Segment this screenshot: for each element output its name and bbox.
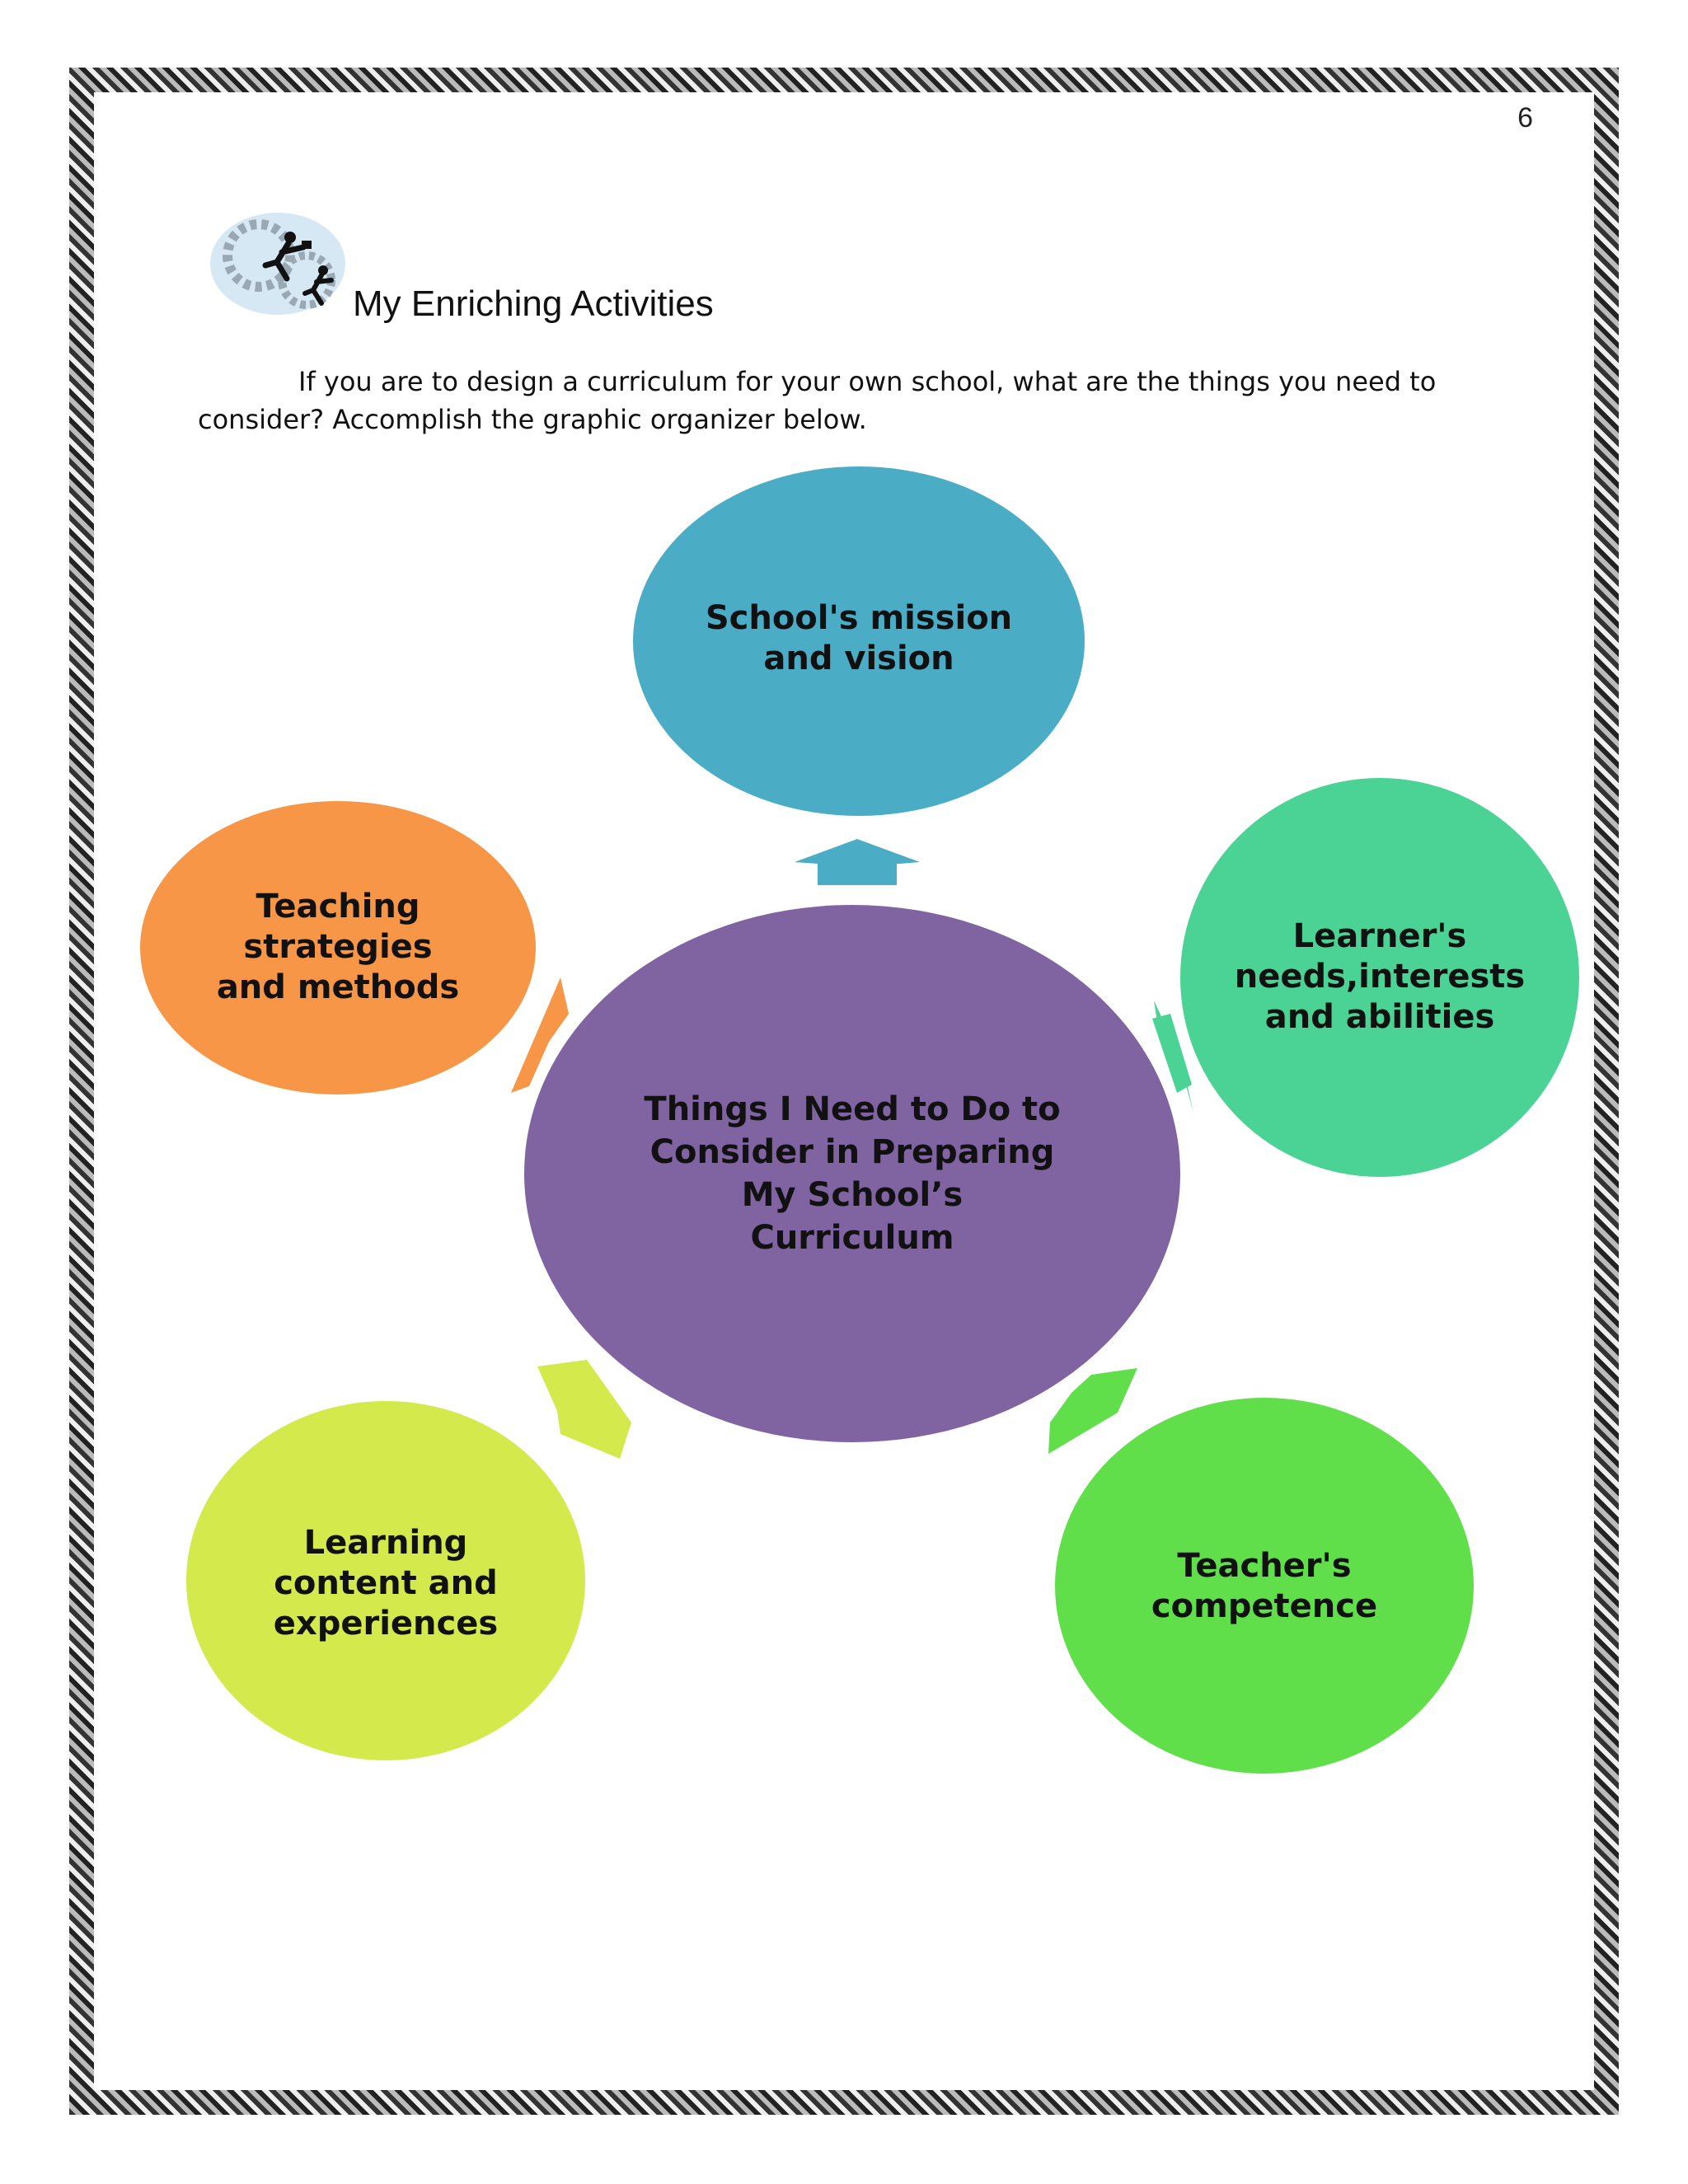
page-number: 6 — [1517, 102, 1533, 134]
arrow-up-shaft — [818, 862, 897, 885]
businessmen-gears-icon — [210, 213, 345, 315]
arrow-right-shaft — [1152, 1014, 1192, 1093]
node-top-label: School's mission and vision — [705, 599, 1013, 677]
node-bottom-right-label: Teacher's competence — [1151, 1547, 1378, 1625]
center-label: Things I Need to Do to Consider in Prepa… — [644, 1090, 1061, 1257]
arrow-bottom-right — [1048, 1368, 1137, 1454]
bubble-top — [633, 466, 1085, 816]
node-right-label: Learner's needs,interests and abilities — [1234, 916, 1526, 1036]
activity-instructions: If you are to design a curriculum for yo… — [198, 366, 1437, 435]
bubble-left — [140, 801, 536, 1094]
bubble-right — [1180, 778, 1579, 1177]
node-left-label: Teaching strategies and methods — [216, 887, 460, 1006]
node-bottom-left-label: Learning content and experiences — [273, 1523, 499, 1643]
bubble-bottom-right — [1055, 1398, 1474, 1774]
bubble-center — [524, 905, 1180, 1442]
arrow-left — [511, 977, 569, 1093]
bubble-bottom-left — [186, 1401, 585, 1760]
arrow-bottom-left — [537, 1360, 631, 1459]
activity-heading: My Enriching Activities — [353, 284, 714, 324]
